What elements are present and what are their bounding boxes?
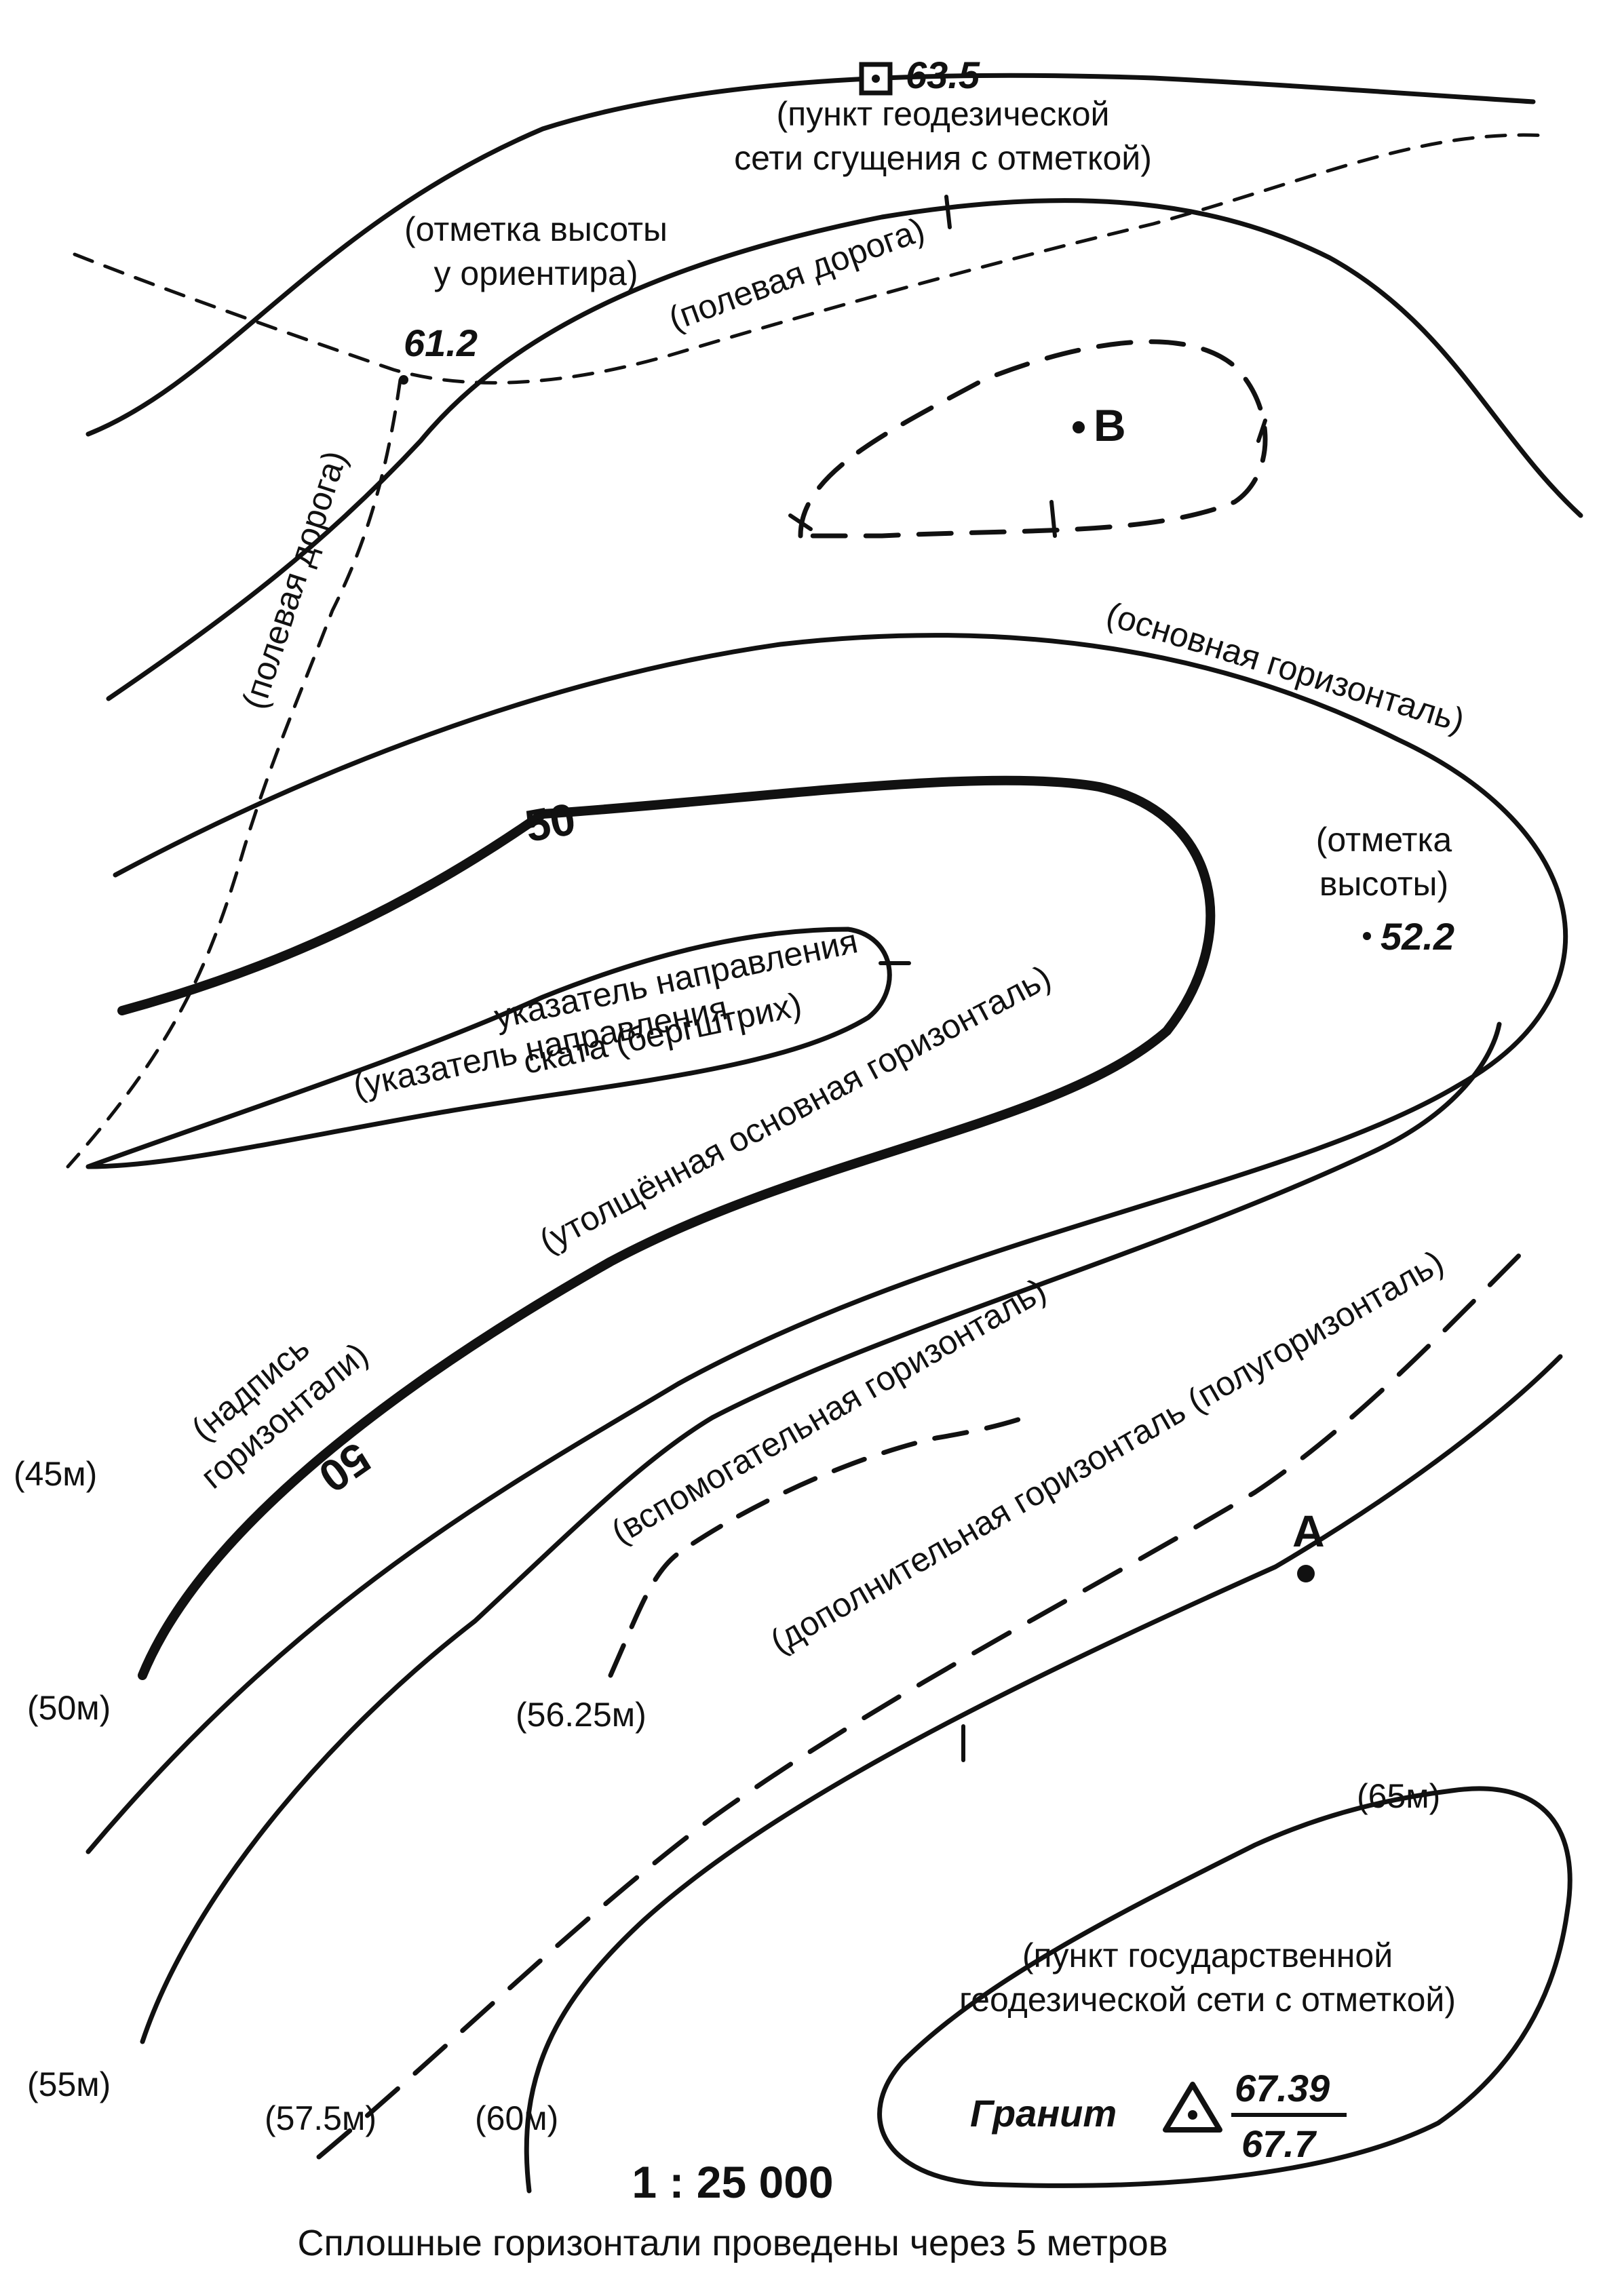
contour-thick-50 bbox=[117, 775, 1216, 1680]
state-point-elevation-bottom: 67.7 bbox=[1241, 2122, 1317, 2165]
state-point-caption-2: геодезической сети с отметкой) bbox=[959, 1981, 1456, 2019]
geodetic-condensation-center-icon bbox=[872, 75, 880, 83]
main-contour-caption: (основная горизонталь) bbox=[1102, 595, 1469, 740]
contour-value-5625: (56.25м) bbox=[516, 1696, 647, 1734]
contour-value-60: (60м) bbox=[475, 2099, 558, 2137]
contour-inner-tongue bbox=[85, 927, 892, 1169]
point-a-label: A bbox=[1292, 1506, 1325, 1556]
spot-height-caption-2: высоты) bbox=[1319, 865, 1448, 903]
landmark-height-caption-2: у ориентира) bbox=[434, 254, 638, 292]
contour-number-upper: 50 bbox=[521, 794, 579, 852]
map-footer-note: Сплошные горизонтали проведены через 5 м… bbox=[297, 2223, 1168, 2263]
geodetic-condensation-caption-2: сети сгущения с отметкой) bbox=[734, 139, 1152, 177]
point-a-dot-icon bbox=[1297, 1565, 1315, 1582]
contour-upper-hill bbox=[106, 198, 1583, 701]
contour-value-50: (50м) bbox=[27, 1689, 111, 1727]
point-b-dot-icon bbox=[1073, 421, 1085, 433]
map-scale: 1 : 25 000 bbox=[632, 2157, 833, 2207]
geodetic-condensation-elevation: 63.5 bbox=[906, 54, 980, 96]
contour-main-loop bbox=[85, 633, 1568, 1854]
contour-60 bbox=[524, 1354, 1563, 2194]
state-point-name: Гранит bbox=[970, 2092, 1117, 2135]
slope-tick-4 bbox=[1049, 500, 1057, 538]
contour-55 bbox=[140, 1021, 1502, 2044]
state-point-caption-1: (пункт государственной bbox=[1022, 1937, 1393, 1974]
contour-value-65: (65м) bbox=[1357, 1777, 1440, 1815]
point-b-label: B bbox=[1094, 400, 1126, 450]
spot-height-caption-1: (отметка bbox=[1316, 821, 1452, 859]
slope-tick-6 bbox=[788, 513, 813, 531]
geodetic-condensation-caption-1: (пункт геодезической bbox=[777, 95, 1110, 133]
contour-top-arc bbox=[85, 73, 1536, 437]
spot-height-dot-icon bbox=[1363, 932, 1371, 940]
field-road-left bbox=[66, 378, 402, 1169]
state-geodetic-triangle-icon bbox=[1163, 2082, 1222, 2133]
additional-contour-caption: (дополнительная горизонталь (полугоризон… bbox=[764, 1243, 1450, 1660]
slope-tick-5 bbox=[1256, 419, 1267, 443]
contour-value-575: (57.5м) bbox=[265, 2099, 377, 2137]
slope-tick-1 bbox=[944, 195, 952, 229]
field-road-top bbox=[73, 133, 1549, 385]
spot-height-elevation: 52.2 bbox=[1381, 915, 1454, 958]
half-contour-575 bbox=[316, 1239, 1536, 2160]
state-geodetic-center-icon bbox=[1188, 2110, 1197, 2120]
contour-number-lower: 50 bbox=[310, 1433, 380, 1502]
landmark-height-caption-1: (отметка высоты bbox=[404, 210, 668, 248]
auxiliary-contour-closed bbox=[798, 339, 1268, 539]
state-point-elevation-top: 67.39 bbox=[1235, 2067, 1330, 2109]
landmark-dot-icon bbox=[399, 375, 408, 385]
contour-value-45: (45м) bbox=[14, 1455, 97, 1493]
contour-value-55: (55м) bbox=[27, 2065, 111, 2103]
field-road-left-caption: (полевая дорога) bbox=[235, 446, 354, 714]
landmark-elevation: 61.2 bbox=[404, 322, 478, 364]
contour-65-closed bbox=[877, 1786, 1573, 2188]
